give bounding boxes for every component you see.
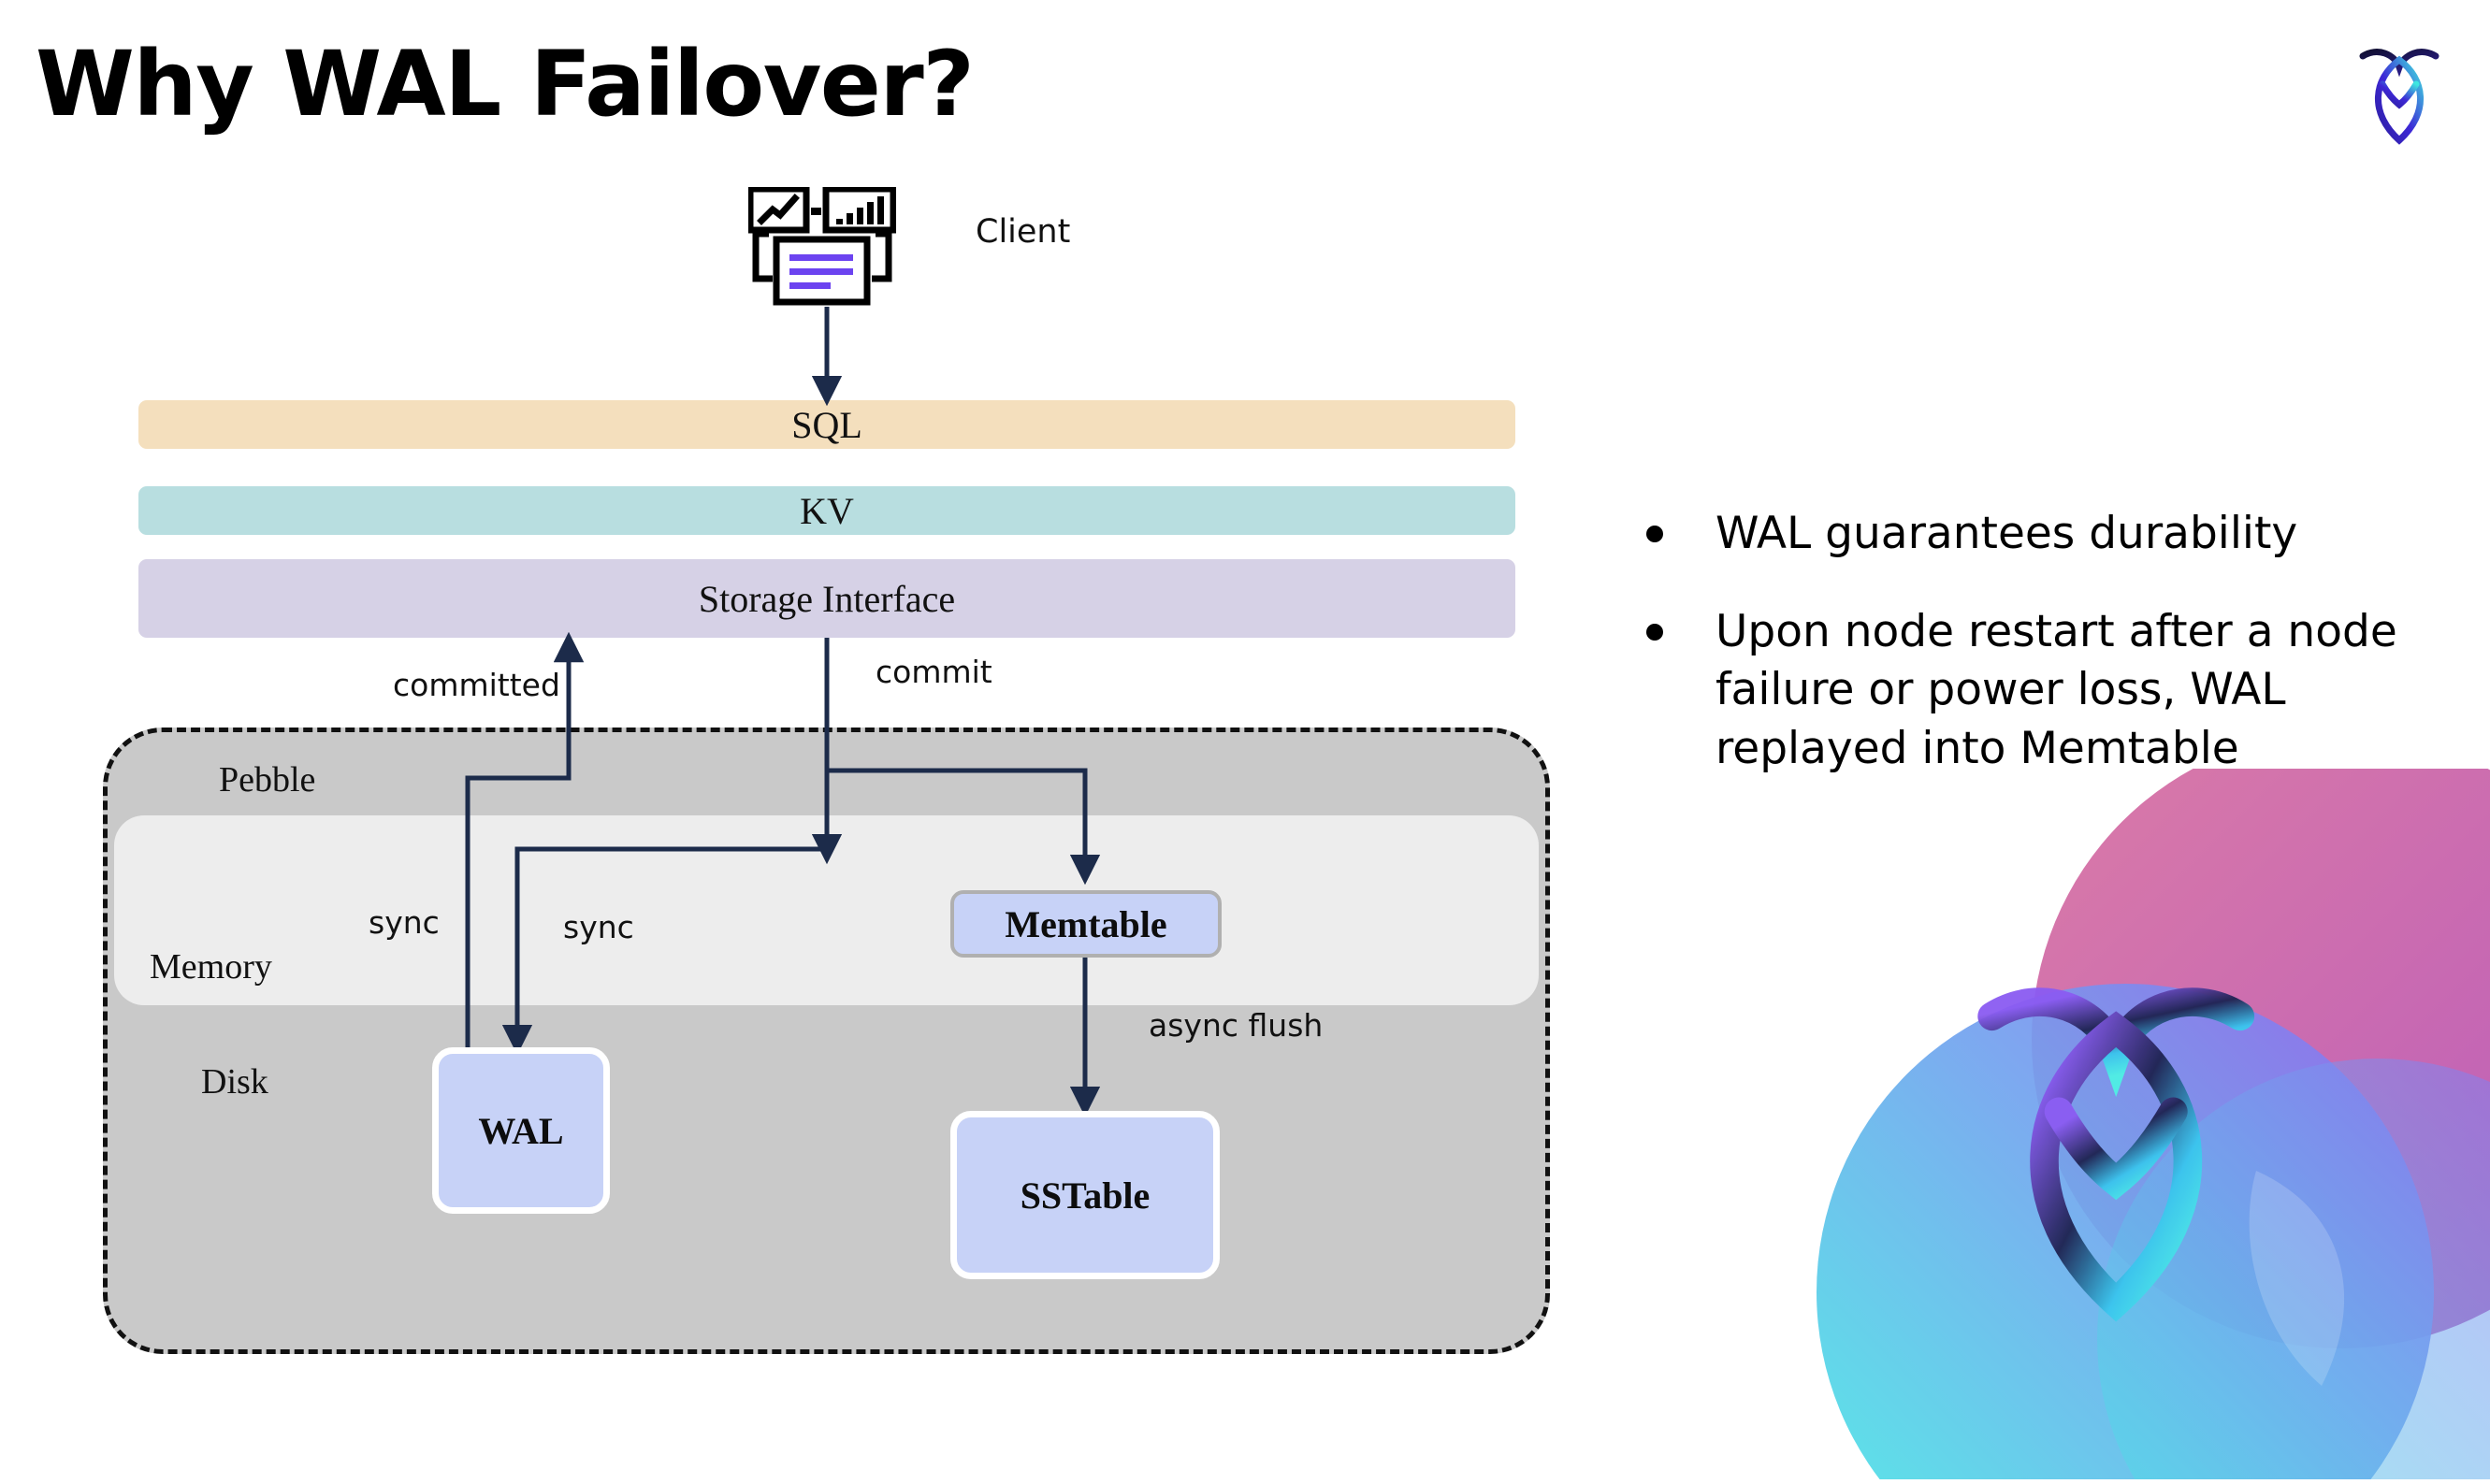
disk-label: Disk [201,1062,268,1102]
pebble-label: Pebble [219,760,316,800]
edge-label-commit: commit [876,654,992,690]
page-title: Why WAL Failover? [36,32,975,137]
node-sstable: SSTable [950,1111,1220,1279]
architecture-diagram: Client SQL KV Storage Interface Pebble M… [103,185,1550,1354]
edge-label-committed: committed [393,667,560,703]
node-memtable: Memtable [950,890,1222,958]
node-wal: WAL [432,1047,610,1214]
client-dashboard-icon [746,185,897,307]
memory-label: Memory [150,947,272,987]
edge-label-async-flush: async flush [1149,1007,1324,1044]
bullet-dot-icon [1646,623,1663,641]
edge-label-sync-committed: sync [369,904,440,941]
memory-region [114,815,1539,1005]
layer-bar-sql: SQL [138,400,1515,449]
layer-bar-kv: KV [138,486,1515,535]
list-item: Upon node restart after a node failure o… [1646,603,2451,779]
bullet-text: WAL guarantees durability [1715,508,2298,559]
cockroachdb-logo-icon [2350,36,2449,146]
bullet-text: Upon node restart after a node failure o… [1715,605,2397,774]
client-label: Client [976,213,1071,251]
edge-label-sync-wal: sync [563,909,634,945]
layer-bar-storage-interface: Storage Interface [138,559,1515,638]
cockroachdb-watermark-icon [1817,769,2490,1479]
bullet-list: WAL guarantees durability Upon node rest… [1646,505,2451,817]
list-item: WAL guarantees durability [1646,505,2451,564]
bullet-dot-icon [1646,526,1663,542]
